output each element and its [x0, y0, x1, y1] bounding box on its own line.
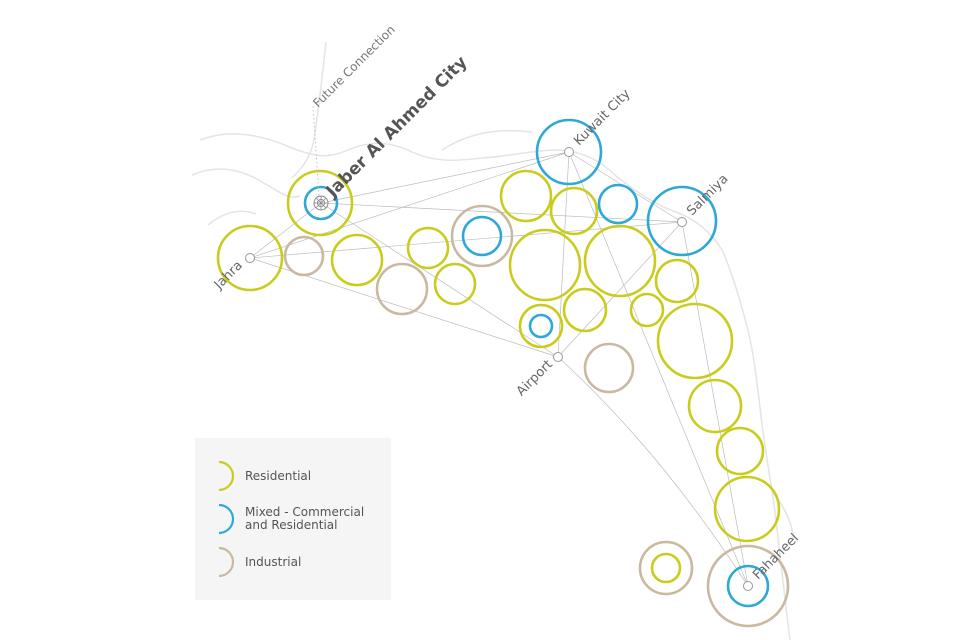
city-label-airport: Airport: [514, 357, 556, 399]
connection-airport-fahaheel: [557, 356, 749, 587]
district-circle-residential-1: [330, 233, 384, 287]
legend-item-mixed: Mixed - Commercial and Residential: [215, 503, 364, 535]
connection-kuwait-airport: [557, 151, 570, 358]
district-circle-mixed-1: [461, 215, 503, 257]
district-circle-industrial-2: [375, 262, 429, 316]
district-circle-industrial-4: [583, 342, 635, 394]
city-label-salmiya: Salmiya: [684, 172, 731, 219]
legend-swatch-industrial-icon: [218, 546, 235, 578]
legend-label: Mixed - Commercial and Residential: [245, 505, 365, 532]
connection-kuwait-fahaheel: [568, 151, 749, 587]
district-circle-jaber-residential: [286, 169, 354, 237]
hub-nodes: [245, 147, 753, 591]
legend-item-industrial: Industrial: [215, 546, 301, 578]
district-circle-salmiya-mixed: [646, 185, 718, 257]
district-circle-residential-8: [562, 287, 608, 333]
connection-jahra-kuwait: [249, 151, 570, 259]
connection-jaber-kuwait: [320, 151, 570, 204]
coastline-inner: [191, 168, 301, 198]
connection-jaber-airport: [320, 202, 559, 358]
district-circle-residential-3: [433, 262, 477, 306]
legend-swatch-residential-icon: [218, 460, 235, 492]
hub-kuwait-city: [564, 147, 574, 157]
district-circle-industrial-5: [638, 540, 694, 596]
legend: Residential Mixed - Commercial and Resid…: [195, 438, 391, 600]
district-circle-residential-13: [687, 378, 743, 434]
district-circle-residential-14: [715, 426, 765, 476]
district-circle-residential-16: [650, 552, 682, 584]
coastline-top: [441, 129, 533, 151]
district-circle-residential-11: [654, 258, 700, 304]
district-circle-jahra-residential: [216, 224, 284, 292]
legend-swatch-mixed-icon: [218, 503, 235, 535]
future-connection-line: [312, 105, 320, 197]
district-circle-mixed-3: [528, 313, 554, 339]
coastline: [191, 41, 795, 640]
district-circle-jaber-mixed: [303, 185, 339, 221]
district-circle-residential-12: [656, 302, 734, 380]
coastline-north: [199, 133, 723, 251]
district-circle-kuwait-city-mixed: [535, 118, 603, 186]
district-circle-residential-9: [518, 303, 564, 349]
district-circle-residential-4: [499, 169, 553, 223]
connection-salmiya-fahaheel: [681, 221, 749, 587]
city-label-kuwait-city: Kuwait City: [571, 86, 633, 148]
district-circle-industrial-3: [450, 204, 514, 268]
hub-fahaheel: [743, 581, 753, 591]
coastline-east: [721, 249, 791, 640]
district-circle-industrial-west: [283, 235, 325, 277]
legend-label: Residential: [245, 468, 312, 483]
district-circle-fahaheel-industrial: [706, 544, 790, 628]
coastline-north-ridge: [291, 41, 327, 179]
district-circle-residential-7: [583, 224, 657, 298]
district-circle-residential-2: [406, 226, 450, 270]
district-circle-residential-6: [508, 228, 582, 302]
district-circle-fahaheel-mixed: [726, 564, 770, 608]
legend-item-residential: Residential: [215, 460, 311, 492]
jaber-hub-icon: [313, 195, 329, 211]
district-circle-residential-5: [549, 186, 599, 236]
coastline-west-ridge: [207, 210, 257, 226]
district-circles: [216, 118, 790, 628]
district-circle-residential-10: [629, 292, 665, 328]
hub-jahra: [245, 253, 255, 263]
hub-airport: [553, 352, 563, 362]
hub-salmiya: [677, 217, 687, 227]
district-circle-residential-15: [713, 475, 781, 543]
district-circle-mixed-2: [597, 183, 639, 225]
legend-label: Industrial: [245, 554, 302, 569]
connection-salmiya-airport: [557, 221, 683, 358]
